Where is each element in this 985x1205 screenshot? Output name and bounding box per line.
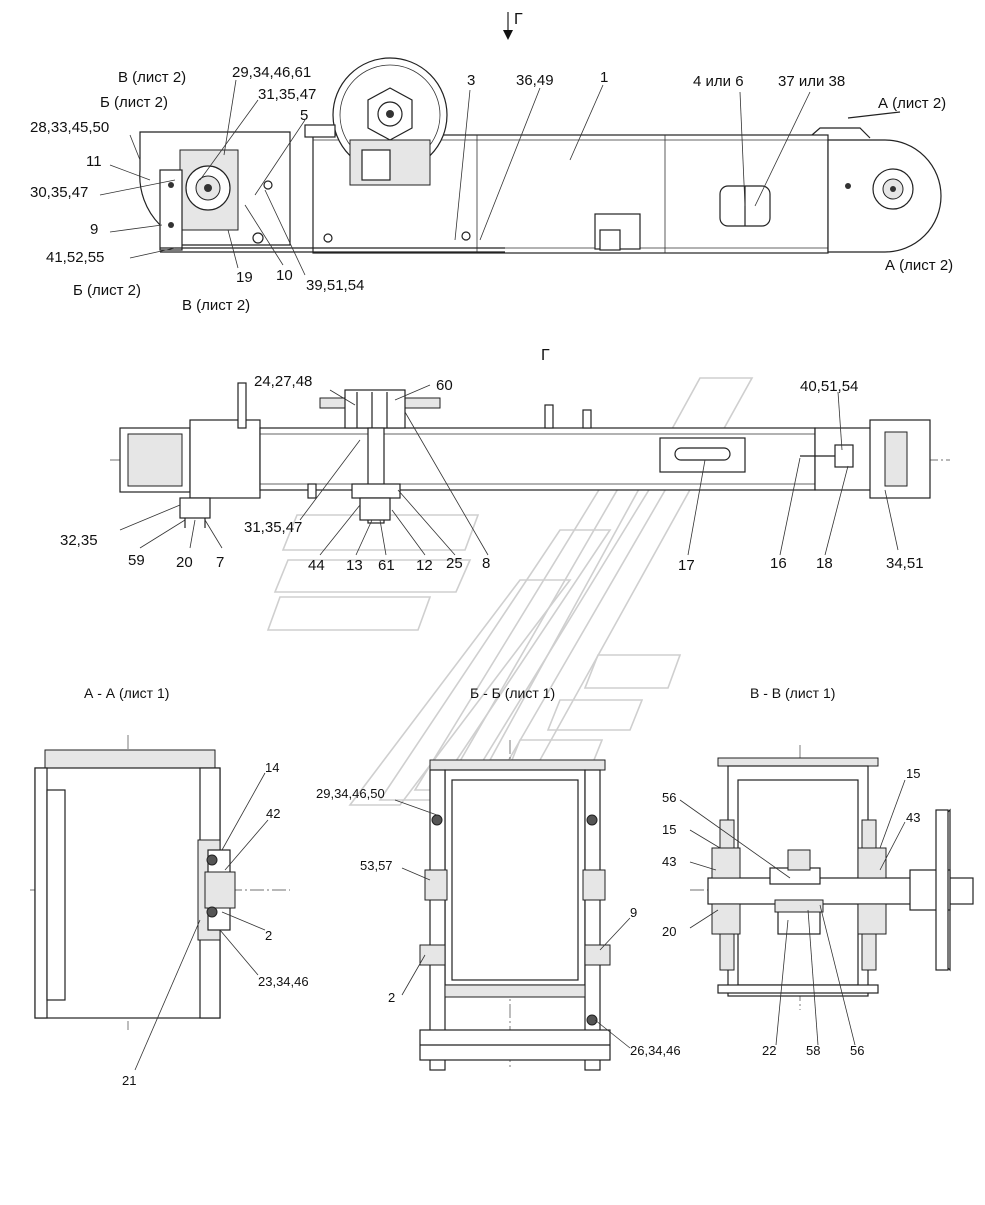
view-marker-label: Г bbox=[514, 11, 523, 28]
plan-view-title: Г bbox=[541, 347, 550, 364]
label-5: 5 bbox=[300, 107, 308, 124]
label-42: 42 bbox=[266, 806, 280, 821]
section-bb-labels: 29,34,46,50 53,57 9 2 26,34,46 bbox=[316, 786, 681, 1058]
label-20-plan: 20 bbox=[176, 554, 193, 571]
label-28-33-45-50: 28,33,45,50 bbox=[30, 119, 109, 136]
label-53-57: 53,57 bbox=[360, 858, 393, 873]
section-vv-leaders bbox=[679, 779, 906, 1046]
label-58: 58 bbox=[806, 1043, 820, 1058]
label-37-or-38: 37 или 38 bbox=[778, 73, 845, 90]
label-16: 16 bbox=[770, 555, 787, 572]
label-43-left: 43 bbox=[662, 854, 676, 869]
label-v-list2-top: В (лист 2) bbox=[118, 69, 186, 86]
label-15-right: 15 bbox=[906, 766, 920, 781]
label-2-aa: 2 bbox=[265, 928, 272, 943]
label-11: 11 bbox=[86, 153, 102, 170]
label-3: 3 bbox=[467, 72, 475, 89]
label-29-34-46-50: 29,34,46,50 bbox=[316, 786, 385, 801]
section-vv-labels: 56 15 43 15 43 20 22 58 56 bbox=[662, 766, 920, 1058]
label-30-35-47: 30,35,47 bbox=[30, 184, 88, 201]
label-b-list2-top: Б (лист 2) bbox=[100, 94, 168, 111]
section-aa bbox=[30, 735, 290, 1030]
label-26-34-46: 26,34,46 bbox=[630, 1043, 681, 1058]
label-17: 17 bbox=[678, 557, 695, 574]
plan-view-leaders bbox=[119, 384, 899, 556]
label-v-list2-bottom: В (лист 2) bbox=[182, 297, 250, 314]
label-10: 10 bbox=[276, 267, 293, 284]
label-8: 8 bbox=[482, 555, 490, 572]
label-31-35-47-plan: 31,35,47 bbox=[244, 519, 302, 536]
section-vv bbox=[690, 745, 975, 1010]
label-60: 60 bbox=[436, 377, 453, 394]
label-61: 61 bbox=[378, 557, 395, 574]
top-view-labels: В (лист 2) Б (лист 2) 28,33,45,50 11 30,… bbox=[30, 64, 953, 314]
label-4-or-6: 4 или 6 bbox=[693, 73, 744, 90]
label-41-52-55: 41,52,55 bbox=[46, 249, 104, 266]
label-13: 13 bbox=[346, 557, 363, 574]
top-view bbox=[139, 57, 942, 254]
label-12: 12 bbox=[416, 557, 433, 574]
section-bb-title: Б - Б (лист 1) bbox=[470, 685, 555, 701]
label-15-left: 15 bbox=[662, 822, 676, 837]
label-36-49: 36,49 bbox=[516, 72, 554, 89]
label-34-51: 34,51 bbox=[886, 555, 924, 572]
section-aa-title: А - А (лист 1) bbox=[84, 685, 169, 701]
label-b-list2-bottom: Б (лист 2) bbox=[73, 282, 141, 299]
section-aa-labels: 14 42 2 23,34,46 21 bbox=[122, 760, 309, 1088]
section-vv-title: В - В (лист 1) bbox=[750, 685, 835, 701]
top-view-leaders bbox=[99, 79, 811, 276]
view-arrow-g: Г bbox=[503, 11, 523, 40]
label-56-bottom: 56 bbox=[850, 1043, 864, 1058]
label-a-list2-top: А (лист 2) bbox=[878, 95, 946, 112]
label-1: 1 bbox=[600, 69, 608, 86]
label-40-51-54: 40,51,54 bbox=[800, 378, 858, 395]
label-18: 18 bbox=[816, 555, 833, 572]
label-22: 22 bbox=[762, 1043, 776, 1058]
label-43-right: 43 bbox=[906, 810, 920, 825]
label-24-27-48: 24,27,48 bbox=[254, 373, 312, 390]
section-bb-leaders bbox=[394, 799, 631, 1049]
label-9: 9 bbox=[90, 221, 98, 238]
label-19: 19 bbox=[236, 269, 253, 286]
label-9-bb: 9 bbox=[630, 905, 637, 920]
label-7: 7 bbox=[216, 554, 224, 571]
label-20-vv: 20 bbox=[662, 924, 676, 939]
label-25: 25 bbox=[446, 555, 463, 572]
label-39-51-54: 39,51,54 bbox=[306, 277, 364, 294]
label-59: 59 bbox=[128, 552, 145, 569]
label-23-34-46: 23,34,46 bbox=[258, 974, 309, 989]
label-a-list2-bottom: А (лист 2) bbox=[885, 257, 953, 274]
label-2-bb: 2 bbox=[388, 990, 395, 1005]
plan-view-labels: 24,27,48 60 40,51,54 32,35 59 20 7 31,35… bbox=[60, 373, 924, 574]
label-14: 14 bbox=[265, 760, 279, 775]
label-44: 44 bbox=[308, 557, 325, 574]
section-bb bbox=[419, 740, 611, 1071]
section-aa-leaders bbox=[134, 772, 269, 1071]
label-29-34-46-61: 29,34,46,61 bbox=[232, 64, 311, 81]
label-31-35-47-top: 31,35,47 bbox=[258, 86, 316, 103]
label-32-35: 32,35 bbox=[60, 532, 98, 549]
label-56-top: 56 bbox=[662, 790, 676, 805]
plan-view bbox=[110, 382, 950, 528]
label-21: 21 bbox=[122, 1073, 136, 1088]
